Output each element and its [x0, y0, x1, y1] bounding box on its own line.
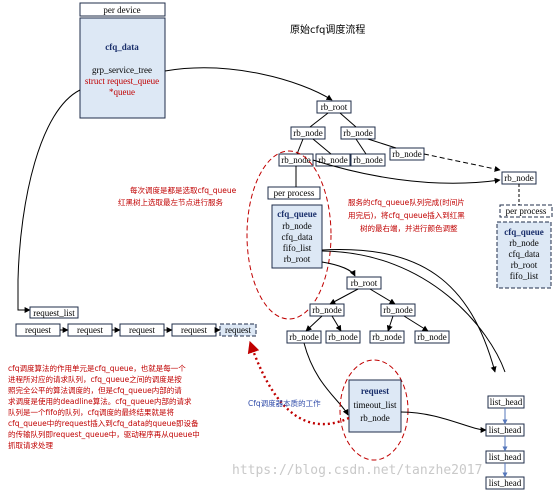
left-field-2: fifo_list	[283, 243, 312, 253]
cfq-data-field-service-tree: grp_service_tree	[92, 65, 152, 75]
rb-tree-1: rb_root rb_node rb_node rb_node rb_node …	[278, 100, 501, 172]
left-cfq-queue-box	[271, 204, 323, 269]
left-field-3: rb_root	[284, 254, 311, 264]
tree2-node-a-box	[309, 303, 345, 317]
desc-line-4: 队列是一个fifo的队列，cfq调度的最终结果就是将	[8, 407, 174, 417]
list-head-2: list_head	[489, 425, 522, 435]
insert-note-line3: 树的最右端，并进行颜色调整	[360, 223, 458, 233]
tree2-node-a: rb_node	[312, 305, 342, 315]
dispatch-arrow	[247, 340, 350, 426]
tree2-root: rb_root	[351, 278, 378, 288]
request-block: request timeout_list rb_node	[348, 379, 402, 433]
tree1-node-d: rb_node	[353, 155, 383, 165]
per-process-left: per process cfq_queue rb_node cfq_data f…	[267, 166, 323, 269]
cfq-data-field-queue: *queue	[109, 87, 135, 97]
reinsert-arrow	[312, 159, 501, 184]
request-item-new: request	[225, 325, 251, 335]
tree2-node-d: rb_node	[328, 332, 358, 342]
tree2-node-e: rb_node	[372, 332, 402, 342]
right-rb-node: rb_node	[504, 173, 534, 183]
rb-root-to-tree2	[321, 261, 356, 277]
tree1-node-a-box	[290, 126, 326, 140]
tree1-root-box	[316, 100, 352, 114]
left-field-1: cfq_data	[282, 232, 313, 242]
tree1-node-leftmost: rb_node	[281, 155, 311, 165]
desc-line-3: 求调度是使用的deadline算法。cfq_queue内部的请求	[8, 396, 192, 406]
left-process-header: per process	[274, 188, 315, 198]
watermark: https://blog.csdn.net/tanzhe2017	[232, 463, 482, 478]
insert-note-line1: 服务的cfq_queue队列完成(时间片	[348, 197, 465, 207]
request-list: request_list request request request req…	[15, 306, 257, 337]
tree1-node-d-box	[350, 153, 386, 167]
desc-line-2: 照完全公平的算法调度的，但是cfq_queue内部的请	[8, 385, 182, 395]
tree2-node-d-box	[325, 330, 361, 344]
tree2-node-b: rb_node	[383, 305, 413, 315]
request-name: request	[361, 386, 389, 396]
request-item-4: request	[181, 325, 207, 335]
left-process-highlight	[246, 150, 332, 320]
desc-line-7: 抓取请求处理	[8, 440, 53, 450]
fifo-to-list-head	[321, 249, 497, 373]
per-device-header-box	[79, 2, 166, 17]
cfq-description: cfq调度算法的作用单元是cfq_queue，也就是每一个 进程所对应的请求队列…	[8, 363, 200, 450]
request-item-2: request	[77, 325, 103, 335]
list-head-1-box	[487, 395, 525, 409]
per-process-right: rb_node per process cfq_queue rb_node cf…	[496, 171, 553, 289]
per-device-header: per device	[103, 5, 140, 15]
desc-line-5: cfq_queue中的request插入到cfq_data的queue即设备	[8, 418, 199, 428]
list-head-1: list_head	[490, 397, 523, 407]
insert-note-line2: 用完后)，将cfq_queue插入到红黑	[348, 210, 465, 220]
request-highlight	[339, 359, 409, 461]
right-field-1: cfq_data	[509, 249, 540, 259]
list-head-4: list_head	[489, 478, 522, 488]
request-field-timeout-list: timeout_list	[353, 400, 397, 410]
cfq-data-name: cfq_data	[105, 42, 139, 52]
per-device-block: per device cfq_data grp_service_tree str…	[79, 2, 166, 119]
desc-line-1: 进程所对应的请求队列，cfq_queue之间的调度是按	[8, 374, 182, 384]
tree1-node-c: rb_node	[318, 155, 348, 165]
select-note-line2: 红黑树上选取最左节点进行服务	[118, 197, 223, 207]
tree1-node-e: rb_node	[392, 149, 422, 159]
request-box	[348, 379, 402, 433]
rb-tree-2: rb_root rb_node rb_node rb_node rb_node …	[286, 276, 450, 416]
service-tree-connector	[164, 67, 333, 101]
desc-line-6: 的传输队列即request_queue中，驱动程序再从queue中	[8, 429, 200, 439]
tree1-node-b-box	[340, 126, 376, 140]
right-cfq-queue-box	[496, 221, 552, 289]
left-cfq-queue-name: cfq_queue	[277, 209, 317, 219]
cfq-data-box	[79, 17, 166, 119]
tree2-node-c: rb_node	[289, 332, 319, 342]
cfq-data-field-request-queue: struct request_queue	[85, 76, 159, 86]
list-head-chain: list_head list_head list_head list_head	[400, 395, 525, 490]
desc-line-0: cfq调度算法的作用单元是cfq_queue，也就是每一个	[8, 363, 186, 373]
tree2-node-f-box	[414, 330, 450, 344]
request-item-1: request	[25, 325, 51, 335]
tree2-node-b-box	[380, 303, 416, 317]
tree1-node-b: rb_node	[343, 128, 373, 138]
select-note-line1: 每次调度是都是选取cfq_queue	[130, 185, 237, 195]
right-process-header: per process	[506, 206, 547, 216]
tree1-node-a: rb_node	[293, 128, 323, 138]
request-field-rb-node: rb_node	[360, 413, 390, 423]
request-list-label-box	[29, 306, 79, 319]
right-field-3: fifo_list	[510, 271, 539, 281]
scheduler-note: Cfq调度器本质的工作	[248, 398, 321, 408]
request-list-label: request_list	[33, 308, 75, 318]
request-item-3: request	[129, 325, 155, 335]
tree2-root-box	[346, 276, 382, 290]
queue-to-request-list	[17, 89, 81, 313]
right-process-header-box	[499, 204, 553, 218]
right-cfq-queue-name: cfq_queue	[504, 227, 544, 237]
left-field-0: rb_node	[282, 221, 312, 231]
right-field-0: rb_node	[509, 238, 539, 248]
tree2-node-f: rb_node	[417, 332, 447, 342]
tree1-root: rb_root	[321, 102, 348, 112]
right-field-2: rb_root	[511, 260, 538, 270]
left-process-header-box	[267, 186, 321, 200]
list-head-3: list_head	[489, 452, 522, 462]
diagram-title: 原始cfq调度流程	[290, 23, 365, 36]
